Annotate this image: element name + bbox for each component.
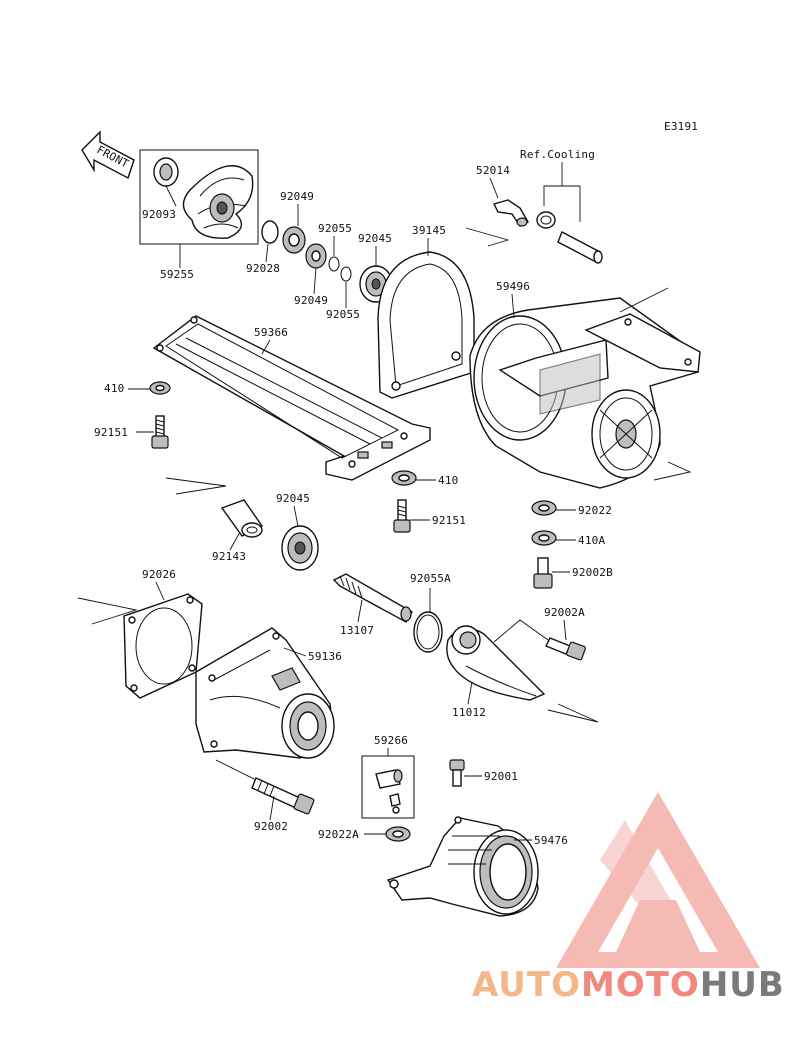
watermark-text: AUTOMOTOHUB <box>472 965 785 1005</box>
part-label-59266: 59266 <box>374 734 408 747</box>
cover-strap <box>377 251 475 399</box>
front-arrow-icon: FRONT <box>81 130 135 180</box>
elbow-fitting <box>492 199 529 227</box>
part-label-11012: 11012 <box>452 706 486 719</box>
part-label-410a: 410A <box>578 534 605 547</box>
part-label-92022: 92022 <box>578 504 612 517</box>
bolt-92151-middle <box>393 499 411 533</box>
part-label-92026: 92026 <box>142 568 176 581</box>
part-label-52014: 52014 <box>476 164 510 177</box>
part-label-59136: 59136 <box>308 650 342 663</box>
bolt-92002 <box>251 777 315 815</box>
part-label-92143: 92143 <box>212 550 246 563</box>
impeller-assembly <box>139 149 259 245</box>
o-ring-92055a <box>413 611 443 653</box>
part-label-13107: 13107 <box>340 624 374 637</box>
bolt-92151-left <box>151 415 169 449</box>
spacer-92143 <box>220 499 264 538</box>
part-label-92055-top: 92055 <box>318 222 352 235</box>
fitting-kit-59266 <box>361 755 415 819</box>
part-label-92002: 92002 <box>254 820 288 833</box>
part-label-92022a: 92022A <box>318 828 359 841</box>
bolt-92002a <box>545 637 586 661</box>
part-label-410-middle: 410 <box>438 474 458 487</box>
part-label-92151-left: 92151 <box>94 426 128 439</box>
drive-shaft <box>332 573 413 623</box>
part-label-410-left: 410 <box>104 382 124 395</box>
part-label-59496: 59496 <box>496 280 530 293</box>
part-label-92151-middle: 92151 <box>432 514 466 527</box>
part-label-39145: 39145 <box>412 224 446 237</box>
part-label-59255: 59255 <box>160 268 194 281</box>
part-label-59366: 59366 <box>254 326 288 339</box>
part-label-92045-middle: 92045 <box>276 492 310 505</box>
part-label-92055-bottom: 92055 <box>326 308 360 321</box>
diagram-code: E3191 <box>664 120 698 133</box>
part-label-92001: 92001 <box>484 770 518 783</box>
part-label-92093: 92093 <box>142 208 176 221</box>
tail-cone <box>446 625 546 701</box>
pump-mount-plate <box>152 315 431 481</box>
cooling-hose <box>536 211 603 264</box>
part-label-92028: 92028 <box>246 262 280 275</box>
bearing-92045 <box>281 525 319 571</box>
watermark-moto: MOTO <box>581 965 700 1005</box>
watermark-logo <box>556 792 760 968</box>
bolt-92001 <box>449 759 465 787</box>
part-label-92049-top: 92049 <box>280 190 314 203</box>
part-label-92002a: 92002A <box>544 606 585 619</box>
pump-housing <box>469 297 701 489</box>
part-label-92002b: 92002B <box>572 566 613 579</box>
steering-nozzle <box>386 816 539 917</box>
part-label-92055a: 92055A <box>410 572 451 585</box>
watermark-hub: HUB <box>700 965 785 1005</box>
ref-cooling-label: Ref.Cooling <box>520 148 595 161</box>
part-label-59476: 59476 <box>534 834 568 847</box>
part-label-92049-bottom: 92049 <box>294 294 328 307</box>
watermark-auto: AUTO <box>472 965 581 1005</box>
bolt-92002b <box>533 557 553 589</box>
pump-outlet-nozzle <box>195 627 335 759</box>
part-label-92045-top: 92045 <box>358 232 392 245</box>
